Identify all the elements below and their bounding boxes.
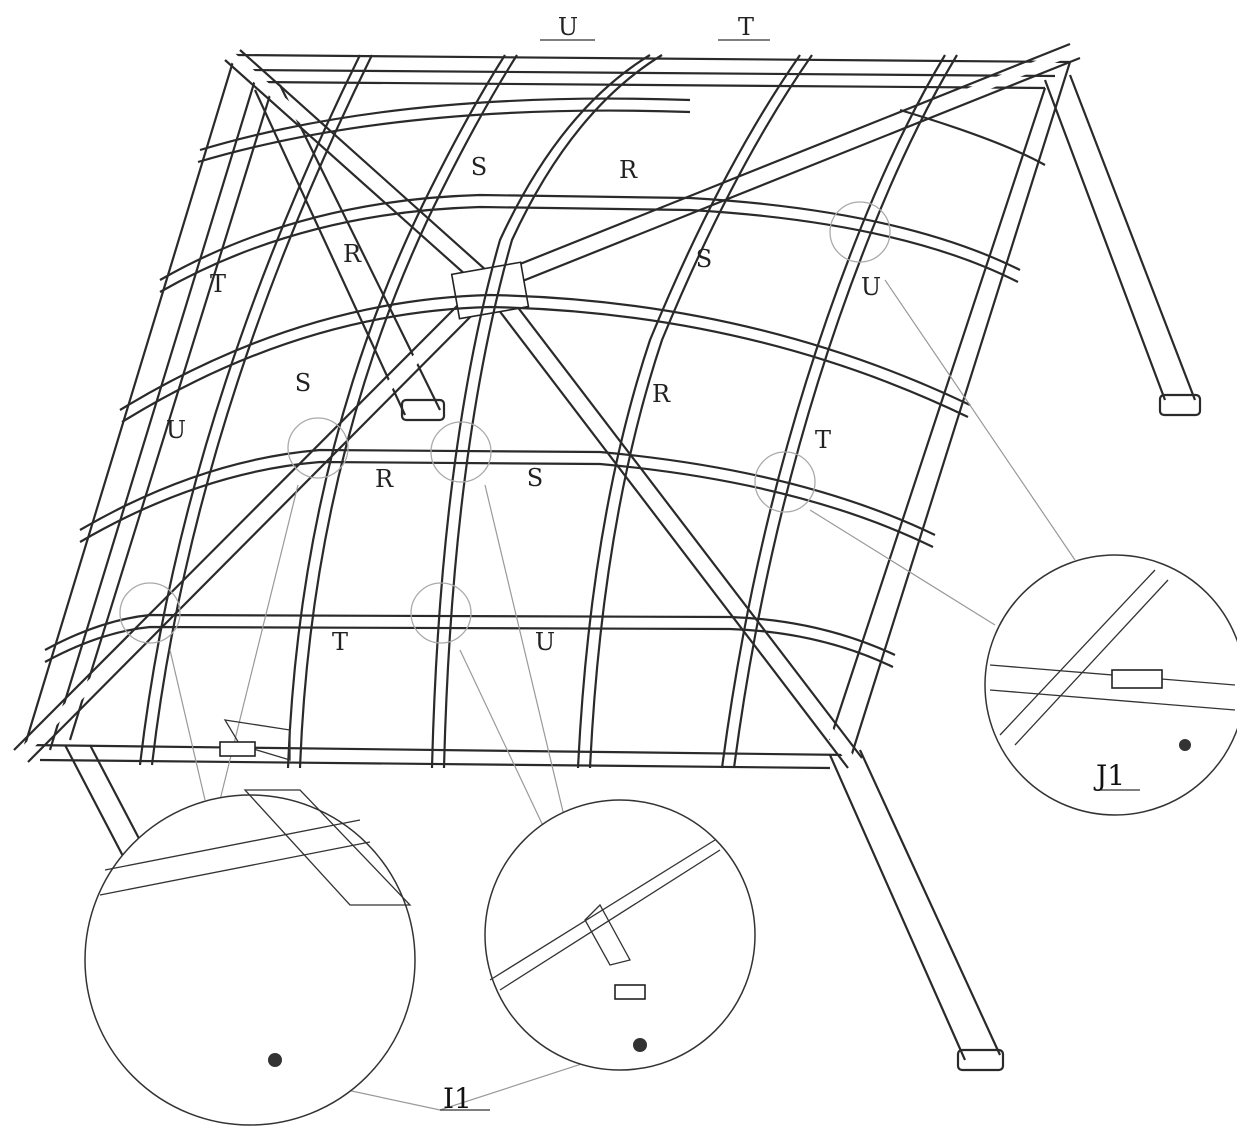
leg-front-left <box>64 744 146 861</box>
left-rail <box>23 54 272 751</box>
ribs <box>138 54 958 769</box>
detail-marker-t-left <box>119 582 181 644</box>
panel-label-r: R <box>343 240 362 268</box>
foot-back-right <box>1158 393 1202 417</box>
panel-label-s: S <box>471 153 487 181</box>
rib-2 <box>286 54 518 769</box>
center-hub <box>450 261 530 320</box>
purlin-5 <box>44 613 896 668</box>
leader-t-to-j1 <box>809 509 996 626</box>
panel-label-r: R <box>375 465 394 493</box>
detail-marker-u <box>410 582 472 644</box>
rib-4 <box>576 54 813 769</box>
panel-label-s: S <box>527 464 543 492</box>
leg-front-right <box>828 749 1001 1061</box>
zoom-detail-i1-right <box>484 799 756 1071</box>
leader-t-to-i1 <box>169 649 206 801</box>
purlin-1 <box>197 97 691 164</box>
panel-label-r: R <box>652 380 671 408</box>
rib-5 <box>720 54 958 769</box>
panel-label-t: T <box>210 270 226 298</box>
panel-label-t: T <box>738 13 754 41</box>
leg-back-right <box>1043 74 1197 401</box>
panel-label-s: S <box>696 245 712 273</box>
leader-s-to-i1 <box>484 484 566 821</box>
panel-label-r: R <box>619 156 638 184</box>
panel-labels: U T S R R T S U S R U T R S T U <box>166 13 881 656</box>
detail-marker-t <box>754 451 816 513</box>
foot-back-left <box>400 398 446 422</box>
zoom-detail-i1-left <box>84 719 416 1126</box>
rib-3 <box>430 54 663 769</box>
right-rail <box>828 61 1072 761</box>
panel-label-t: T <box>332 628 348 656</box>
panel-label-s: S <box>295 369 311 397</box>
detail-marker-s <box>430 421 492 483</box>
front-rail <box>24 743 851 770</box>
panel-label-t: T <box>815 426 831 454</box>
panel-label-u: U <box>861 273 881 301</box>
detail-marker-j1 <box>829 201 891 263</box>
rib-1 <box>138 54 373 766</box>
panel-label-u: U <box>558 13 578 41</box>
leader-u-to-i1 <box>459 649 546 831</box>
back-rail <box>234 53 1071 90</box>
panel-label-u: U <box>535 628 555 656</box>
zoom-detail-j1 <box>984 554 1237 816</box>
detail-marker-r <box>287 417 349 479</box>
callout-j1: J1 <box>1093 759 1125 792</box>
hip-rafter-back-left-to-front-right <box>224 49 863 769</box>
leader-j1 <box>884 279 1076 561</box>
panel-label-u: U <box>166 416 186 444</box>
purlin-4 <box>79 448 936 548</box>
purlin-2 <box>159 193 1021 293</box>
foot-front-right <box>956 1048 1005 1072</box>
detail-markers <box>119 201 891 644</box>
roof-perimeter <box>23 53 1072 770</box>
